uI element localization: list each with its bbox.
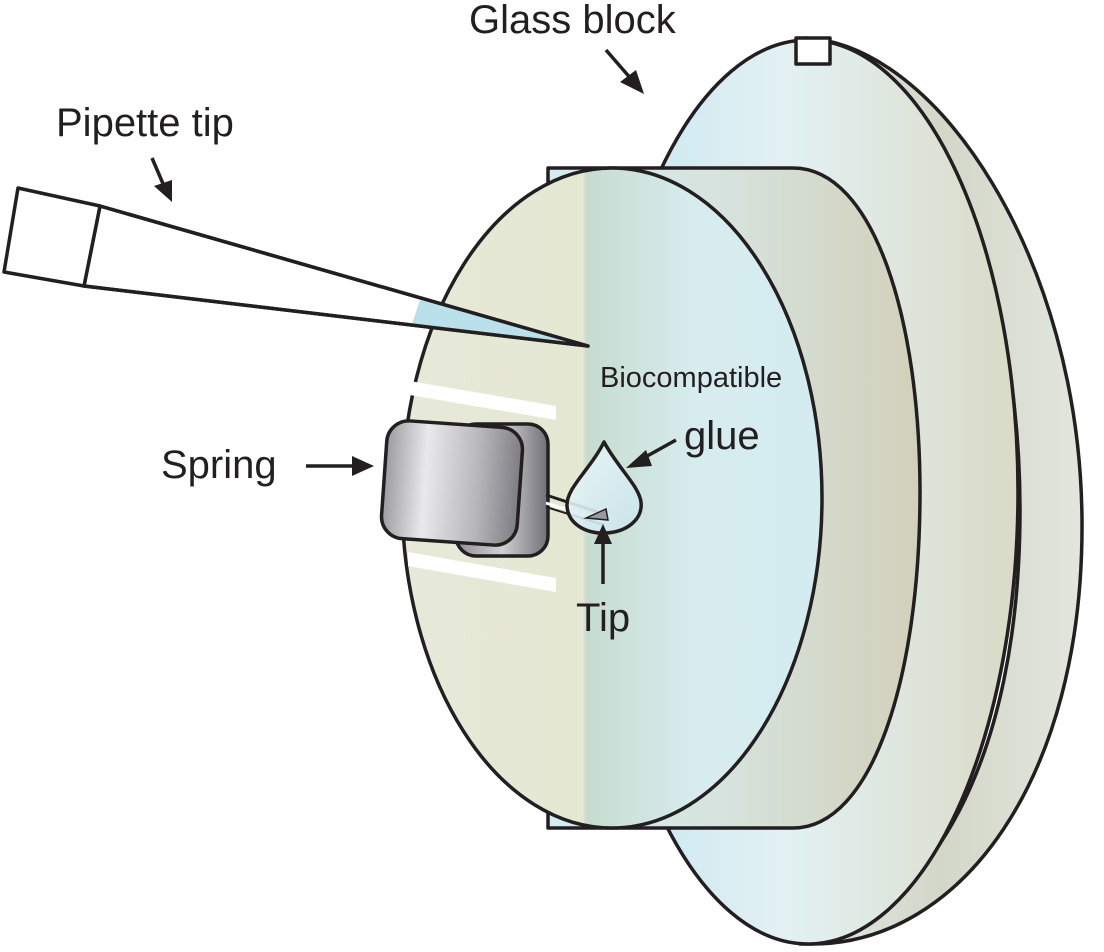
afm-tip — [583, 507, 609, 521]
glass-block-arrow — [604, 48, 644, 94]
label-tip: Tip — [576, 596, 630, 640]
glue-arrow — [626, 438, 677, 468]
pipette-tip — [2, 186, 590, 348]
arrows — [150, 48, 677, 584]
slot-bottom — [408, 552, 556, 592]
slot-top — [404, 380, 556, 420]
pipette-tip-arrow — [150, 157, 172, 202]
spring-slots — [404, 380, 556, 592]
tip-arrow — [594, 524, 612, 584]
label-spring: Spring — [161, 443, 277, 487]
label-pipette-tip: Pipette tip — [56, 101, 234, 145]
label-biocompatible: Biocompatible — [600, 362, 782, 394]
label-glass-block: Glass block — [469, 0, 677, 42]
label-glue: glue — [684, 414, 760, 458]
glass-block-notch — [794, 36, 832, 66]
spring-arrow — [306, 456, 374, 476]
